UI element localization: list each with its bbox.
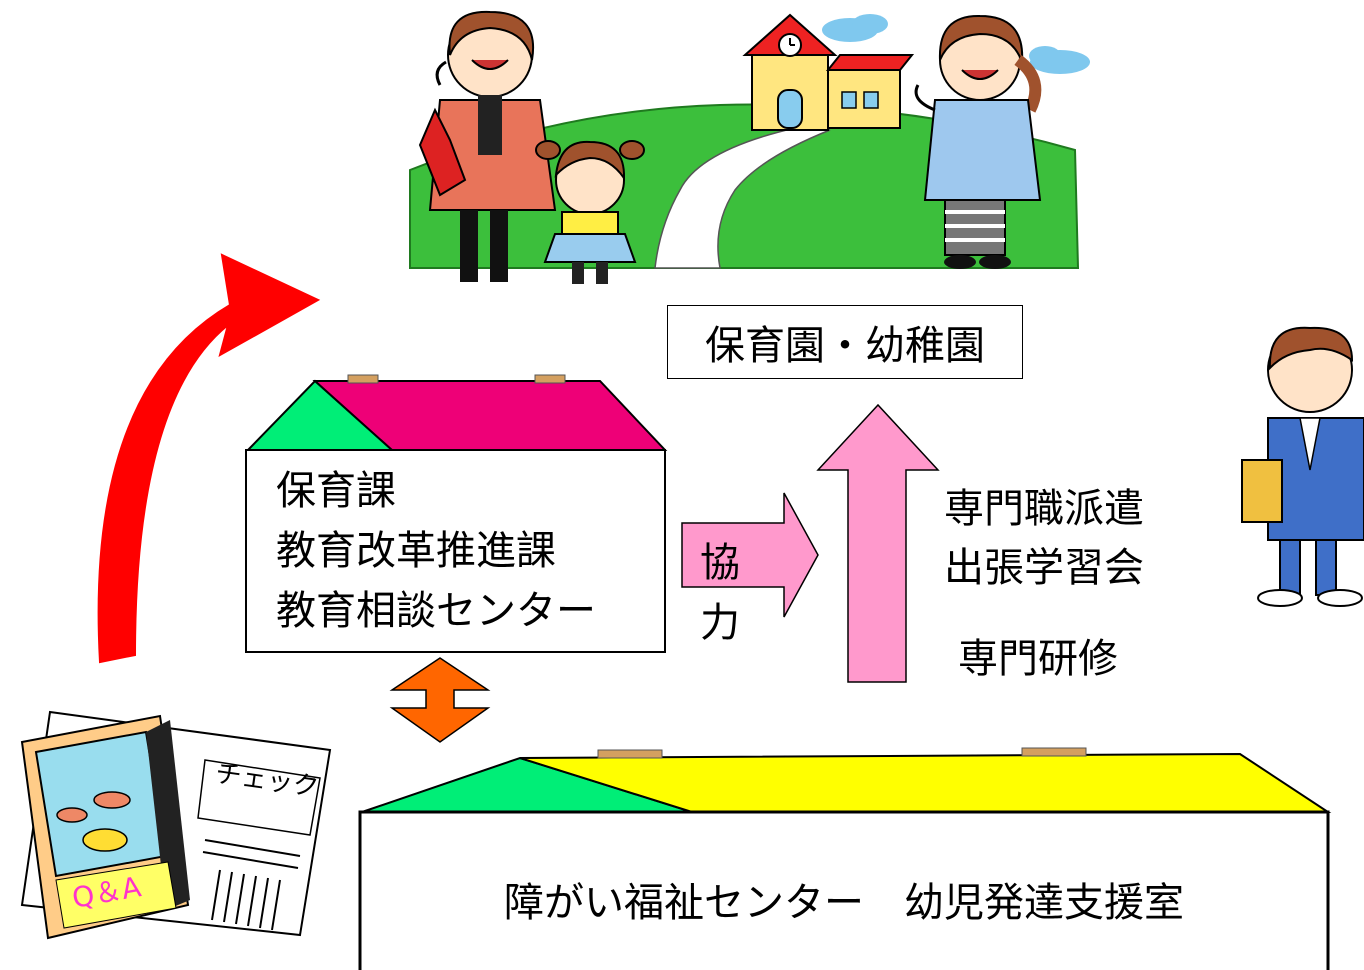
orange-double-arrow	[389, 657, 491, 743]
cooperation-arrow	[681, 492, 819, 618]
office-line-3: 教育相談センター	[276, 588, 596, 634]
school-path	[654, 127, 831, 269]
office-line-1: 保育課	[276, 468, 396, 514]
office-line-2: 教育改革推進課	[276, 528, 556, 574]
teacher-illustration	[914, 14, 1042, 269]
center-building-box	[358, 810, 1330, 970]
red-curved-arrow	[97, 253, 321, 664]
office-building-box	[245, 449, 666, 653]
cloud-icon	[822, 14, 1090, 74]
nursery-label-box: 保育園・幼稚園	[667, 305, 1023, 379]
service-dispatch: 専門職派遣	[944, 486, 1144, 532]
child-illustration	[535, 140, 645, 284]
pink-up-arrow	[816, 403, 940, 683]
service-study-session: 出張学習会	[944, 545, 1144, 591]
school-building-icon	[742, 13, 915, 131]
guidebook-illustration	[20, 710, 332, 940]
welfare-center-title: 障がい福祉センター 幼児発達支援室	[504, 880, 1184, 926]
staff-man-illustration	[1241, 326, 1364, 607]
mother-illustration	[418, 10, 557, 282]
cooperation-char-1: 協	[700, 540, 740, 586]
cooperation-char-2: 力	[700, 600, 740, 646]
service-training: 専門研修	[958, 636, 1118, 682]
nursery-label: 保育園・幼稚園	[705, 323, 985, 369]
